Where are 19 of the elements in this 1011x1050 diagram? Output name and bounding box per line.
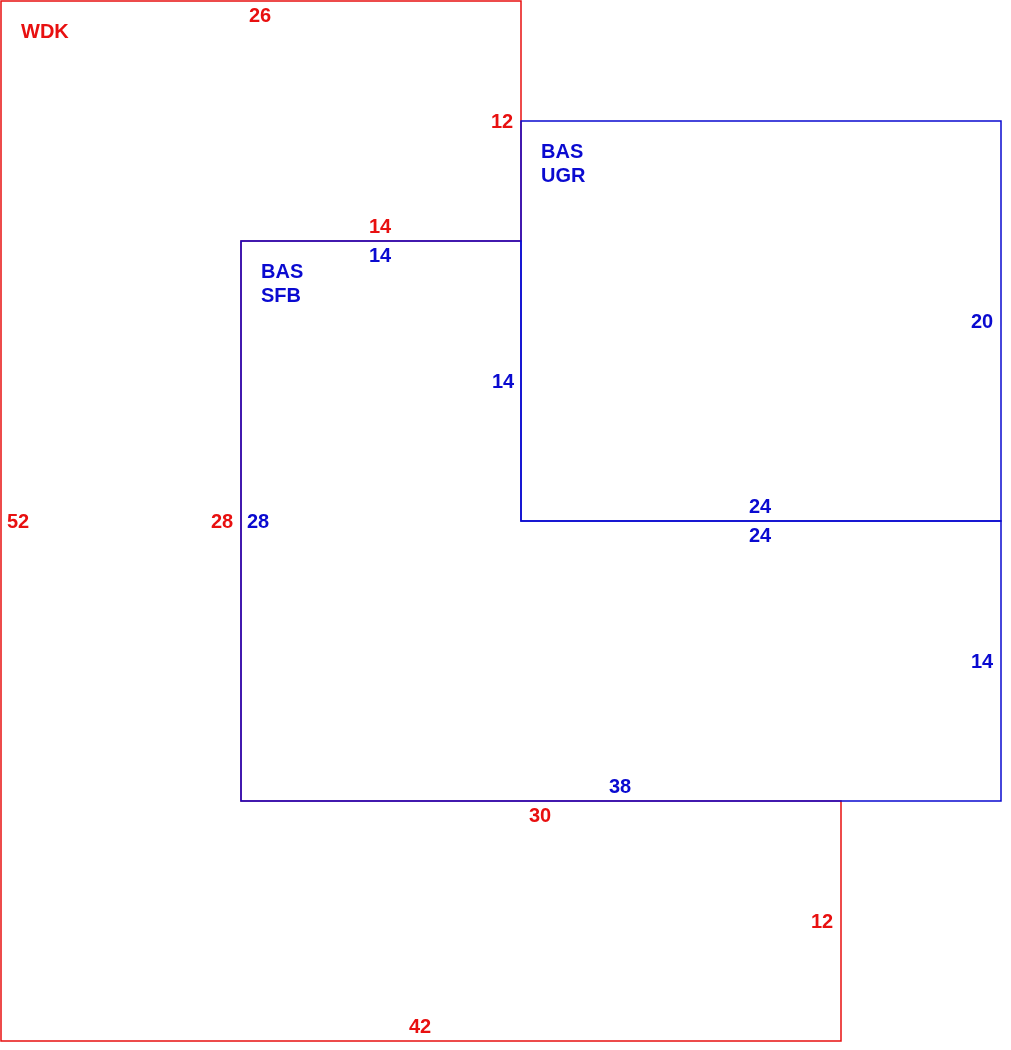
dimension-label: 12 <box>810 909 834 933</box>
dimension-label: 30 <box>528 803 552 827</box>
dimension-label: 24 <box>748 494 772 518</box>
dimension-label: 20 <box>970 309 994 333</box>
room-label: WDK <box>21 19 70 43</box>
dimension-label: 52 <box>6 509 30 533</box>
room-label: BAS SFB <box>261 259 305 307</box>
dimension-label: 12 <box>490 109 514 133</box>
dimension-label: 38 <box>608 774 632 798</box>
dimension-label: 42 <box>408 1014 432 1038</box>
dimension-label: 28 <box>246 509 270 533</box>
room-label: BAS UGR <box>541 139 587 187</box>
dimension-label: 14 <box>970 649 994 673</box>
dimension-label: 14 <box>368 243 392 267</box>
dimension-label: 26 <box>248 3 272 27</box>
dimension-label: 14 <box>368 214 392 238</box>
dimension-label: 28 <box>210 509 234 533</box>
dimension-label: 14 <box>491 369 515 393</box>
dimension-label: 24 <box>748 523 772 547</box>
